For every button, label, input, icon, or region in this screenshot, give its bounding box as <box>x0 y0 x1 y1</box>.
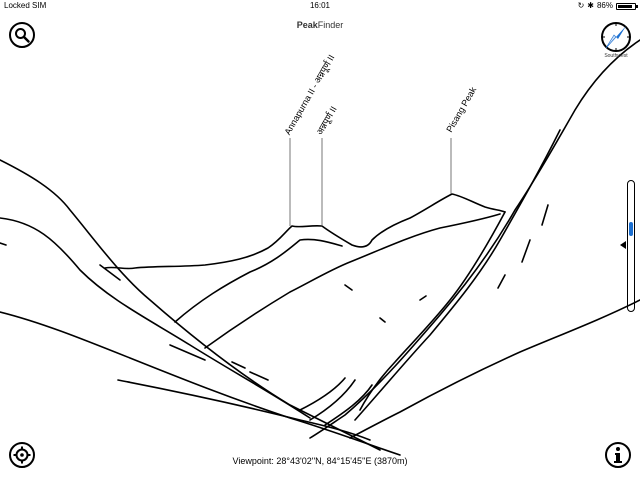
ridge-right-inner <box>354 129 561 421</box>
main-range <box>104 193 506 270</box>
compass-icon <box>601 22 631 52</box>
ridge-left-lower <box>0 311 401 456</box>
range-stroke-c <box>419 295 427 301</box>
app-title-bold: Peak <box>296 20 318 30</box>
ridge-right-stroke2 <box>497 274 506 289</box>
search-button[interactable] <box>9 22 35 48</box>
range-stroke-b <box>379 317 386 323</box>
valley-lines2 <box>249 371 269 381</box>
zoom-slider-thumb[interactable] <box>629 222 633 236</box>
search-icon <box>15 28 30 43</box>
app-title-rest: Finder <box>317 20 344 30</box>
battery-fill <box>618 4 632 8</box>
range-stroke-a <box>344 284 353 291</box>
ridge-left-inner <box>0 217 311 419</box>
locate-icon <box>13 446 31 464</box>
viewpoint-coordinates: Viewpoint: 28°43'02''N, 84°15'45''E (387… <box>232 456 408 466</box>
ridge-right-fourth <box>349 299 640 439</box>
range-mid <box>204 213 501 349</box>
ridge-left-stroke3 <box>0 242 7 246</box>
zoom-slider[interactable] <box>627 180 635 312</box>
status-bar: Locked SIM 16:01 ↻ ✱ 86% <box>0 0 640 12</box>
ridge-left-stroke2 <box>99 264 121 281</box>
ridge-left-base <box>117 379 371 441</box>
bluetooth-icon: ✱ <box>587 1 594 10</box>
ridge-right-stroke1 <box>521 239 531 263</box>
battery-percent: 86% <box>596 1 613 10</box>
info-button[interactable] <box>605 442 631 468</box>
ridge-left-outer <box>0 159 381 451</box>
valley-lines <box>299 377 373 426</box>
ridge-right-outer <box>309 39 640 439</box>
rotation-lock-icon: ↻ <box>577 1 585 10</box>
zoom-indicator-arrow-icon <box>620 241 626 249</box>
status-time: 16:01 <box>309 1 331 10</box>
ridge-right-stroke3 <box>541 204 549 226</box>
app-title: PeakFinder <box>0 20 640 30</box>
battery-icon <box>616 2 638 10</box>
locate-button[interactable] <box>9 442 35 468</box>
valley-lines3 <box>231 361 246 369</box>
info-icon <box>614 447 622 463</box>
ridge-right-third <box>359 211 506 411</box>
range-front <box>174 238 343 323</box>
status-right-group: ↻ ✱ 86% <box>577 0 638 12</box>
compass-button[interactable]: Southwest <box>600 21 632 65</box>
carrier-label: Locked SIM <box>4 1 47 10</box>
ridge-left-stroke <box>169 344 206 361</box>
compass-direction-label: Southwest <box>604 53 628 59</box>
